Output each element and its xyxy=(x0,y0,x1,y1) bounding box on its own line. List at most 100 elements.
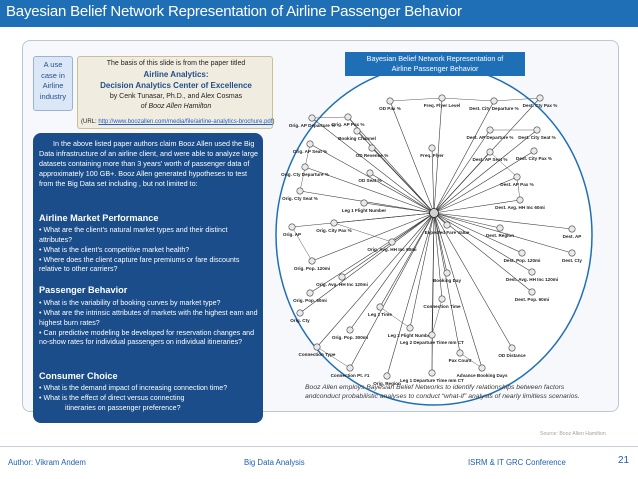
network-edge xyxy=(433,212,448,274)
network-node-label: Booking Day xyxy=(433,278,462,283)
bullet-item: • What is the effect of direct versus co… xyxy=(39,394,185,403)
network-node-label: Advance Booking Days xyxy=(456,373,508,378)
use-case-line: A use xyxy=(43,60,63,69)
network-node xyxy=(306,289,314,297)
network-node-label: Dest. AP Departure % xyxy=(467,135,514,140)
section-heading-passenger: Passenger Behavior xyxy=(39,285,128,295)
section-heading-consumer: Consumer Choice xyxy=(39,371,118,381)
bullet-item: • What is the variability of booking cur… xyxy=(39,299,221,307)
network-node-label: Dest. City Seat % xyxy=(518,135,556,140)
use-case-line: Airline xyxy=(42,81,64,90)
network-node-label: Expected Fare Value xyxy=(425,230,470,235)
network-edge xyxy=(433,212,533,273)
footer-conference: ISRM & IT GRC Conference xyxy=(468,458,566,467)
network-edge xyxy=(304,166,435,214)
network-node xyxy=(360,199,368,207)
network-node xyxy=(406,324,414,332)
network-node xyxy=(376,303,384,311)
paper-title-line1: Airline Analytics: xyxy=(143,70,209,79)
network-node xyxy=(308,114,316,122)
network-edge xyxy=(291,226,313,262)
network-node-label: Pax Count xyxy=(449,358,472,363)
paper-org: of Booz Allen Hamilton xyxy=(140,103,212,110)
network-edge xyxy=(433,212,483,369)
network-edge xyxy=(433,212,573,254)
paper-url-link[interactable]: http://www.boozallen.com/media/file/airl… xyxy=(98,119,273,125)
diagram-footnote: Booz Allen employs Bayesian Belief Netwo… xyxy=(305,384,580,400)
section-heading-market: Airline Market Performance xyxy=(39,213,159,223)
network-node xyxy=(306,140,314,148)
network-edge xyxy=(299,212,435,314)
network-node xyxy=(428,331,436,339)
paper-reference-box: The basis of this slide is from the pape… xyxy=(77,56,275,129)
bullet-item: • Can predictive modeling be developed f… xyxy=(39,328,255,347)
network-node xyxy=(528,288,536,296)
network-edge xyxy=(433,212,501,229)
network-node xyxy=(486,126,494,134)
network-edge xyxy=(386,212,435,377)
network-node-label: OD Revenue % xyxy=(356,153,389,158)
network-edge xyxy=(433,212,513,349)
network-node-label: Orig. Avg. HH Inc 60mi xyxy=(367,247,416,252)
bullet-item: • What is the client’s competitive marke… xyxy=(39,245,190,254)
network-node xyxy=(296,309,304,317)
network-node-label: Orig. Cty Departure % xyxy=(281,172,329,177)
network-node-label: Orig. AP Pax % xyxy=(332,122,365,127)
network-hub-node xyxy=(429,208,439,218)
title-bar: Bayesian Belief Network Representation o… xyxy=(0,0,638,27)
network-node-label: Orig. Pop. 60mi xyxy=(293,298,327,303)
network-node xyxy=(443,221,451,229)
network-node xyxy=(386,97,394,105)
network-node-label: Orig. AP Seat % xyxy=(293,149,327,154)
network-node xyxy=(388,238,396,246)
network-node-label: Dest. AP xyxy=(563,234,582,239)
network-node-label: Dest. Cty xyxy=(562,258,582,263)
network-edge xyxy=(433,212,443,300)
paper-intro: The basis of this slide is from the pape… xyxy=(106,60,246,67)
network-node xyxy=(533,126,541,134)
use-case-line: case in xyxy=(41,70,65,80)
network-node xyxy=(308,257,316,265)
use-case-box: A use case in Airline industry xyxy=(33,56,73,111)
network-node-label: Orig. Cty xyxy=(290,318,310,323)
network-edge xyxy=(489,151,518,178)
network-edge xyxy=(349,212,435,369)
network-edge xyxy=(349,212,435,331)
network-node xyxy=(428,369,436,377)
network-edge xyxy=(311,117,435,214)
diagram-caption-line2: Airline Passenger Behavior xyxy=(391,64,479,73)
network-node-label: OD Distance xyxy=(498,353,526,358)
network-edge xyxy=(316,212,435,348)
network-edge xyxy=(316,346,351,369)
network-node-label: Leg 2 Departure Time mm CT xyxy=(400,340,464,345)
source-note: Source: Booz Allen Hamilton xyxy=(540,431,606,437)
network-edge xyxy=(363,202,435,214)
network-node xyxy=(346,364,354,372)
network-node xyxy=(478,364,486,372)
page-number: 21 xyxy=(618,455,630,466)
section-bullets-passenger: • What is the variability of booking cur… xyxy=(39,299,261,348)
network-node-label: Leg 1 Departure Time mm CT xyxy=(400,378,464,383)
network-edge xyxy=(433,151,491,214)
network-edge xyxy=(309,212,435,294)
network-node-label: Orig. Pop. 120mi xyxy=(294,266,330,271)
url-suffix: ) xyxy=(272,119,275,125)
network-node xyxy=(568,225,576,233)
network-node-label: Booking Channel xyxy=(338,136,376,141)
network-node xyxy=(366,169,374,177)
network-node xyxy=(496,224,504,232)
section-bullets-market: • What are the client’s natural market t… xyxy=(39,226,261,275)
network-edge xyxy=(371,147,435,214)
network-node-label: Orig. City Pax % xyxy=(316,228,352,233)
network-node-label: Dest. Pop. 120mi xyxy=(504,258,541,263)
network-edge xyxy=(333,212,435,224)
network-node xyxy=(313,343,321,351)
paper-title-line2: Decision Analytics Center of Excellence xyxy=(100,81,252,90)
panel-intro: In the above listed paper authors claim … xyxy=(39,139,260,189)
network-node xyxy=(344,113,352,121)
network-node-label: Dest. Cty Pax % xyxy=(523,103,558,108)
network-node xyxy=(346,326,354,334)
footer-divider xyxy=(0,446,638,447)
network-edge xyxy=(433,100,495,214)
